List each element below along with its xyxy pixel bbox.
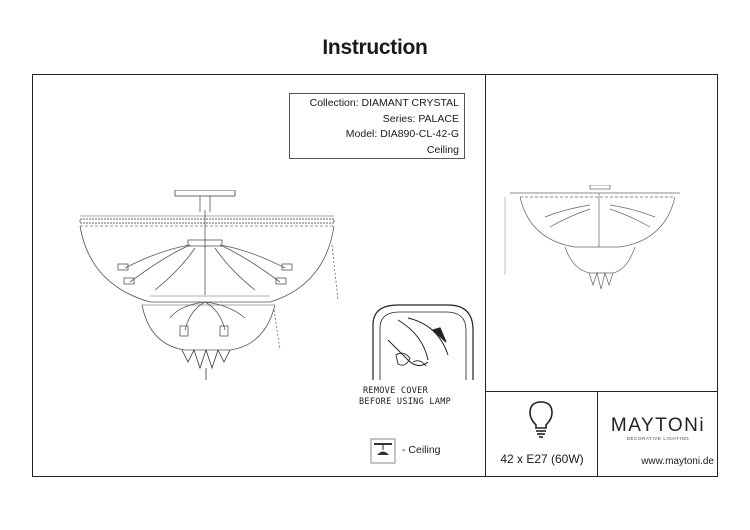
frame-divider <box>485 391 718 392</box>
brand-logo: MAYTONi <box>610 415 706 436</box>
ceiling-mount-icon <box>370 438 396 464</box>
mount-type-text: Ceiling <box>426 143 459 156</box>
instruction-frame <box>32 74 718 477</box>
frame-divider <box>485 74 486 477</box>
notice-line: BEFORE USING LAMP <box>359 397 452 407</box>
remove-cover-notice: REMOVE COVER BEFORE USING LAMP <box>359 386 489 408</box>
chandelier-drawing <box>79 190 339 380</box>
product-info-box: Collection: DIAMANT CRYSTAL Series: PALA… <box>289 93 465 159</box>
frame-divider <box>597 391 598 477</box>
brand-website: www.maytoni.de <box>641 456 714 467</box>
notice-line: REMOVE COVER <box>363 386 429 396</box>
chandelier-thumbnail <box>504 185 680 290</box>
brand-tagline: DECORATIVE LIGHTING <box>626 436 690 441</box>
light-bulb-icon <box>529 401 553 438</box>
page-title: Instruction <box>322 36 428 59</box>
series-text: Series: PALACE <box>382 112 459 125</box>
ceiling-label: - Ceiling <box>402 444 441 456</box>
bulb-spec: 42 x E27 (60W) <box>500 452 584 466</box>
remove-cover-illustration <box>372 304 474 380</box>
model-text: Model: DIA890-CL-42-G <box>345 128 459 140</box>
collection-text: Collection: DIAMANT CRYSTAL <box>309 97 459 109</box>
